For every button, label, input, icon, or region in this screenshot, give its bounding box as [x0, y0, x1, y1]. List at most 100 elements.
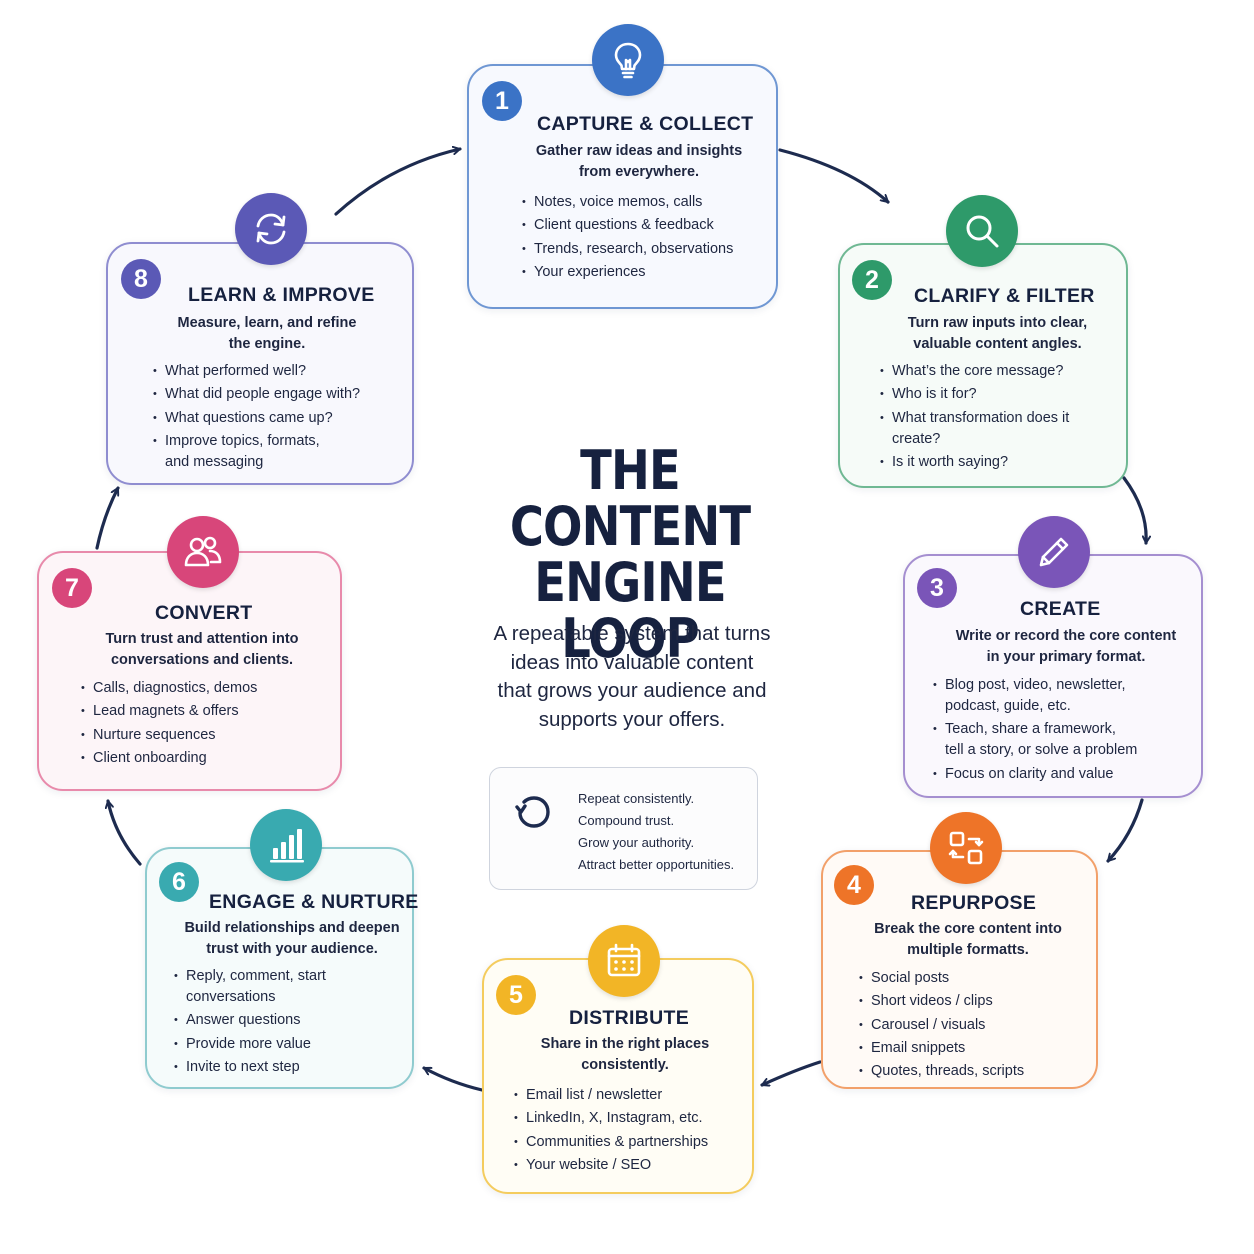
list-item: Email list / newsletter	[514, 1085, 708, 1106]
step-bullets: Calls, diagnostics, demos Lead magnets &…	[81, 678, 257, 771]
repurpose-shapes-icon	[930, 812, 1002, 884]
diagram-title: THE CONTENT ENGINE LOOP	[415, 443, 845, 667]
arrow-5-to-6	[422, 1066, 484, 1092]
step-description: Turn raw inputs into clear, valuable con…	[907, 315, 1088, 352]
arrow-7-to-8	[95, 486, 120, 550]
list-item: Compound trust.	[578, 813, 675, 828]
list-item: Nurture sequences	[81, 725, 257, 746]
step-description: Share in the right places consistently.	[540, 1036, 710, 1073]
step-description: Break the core content into multiple for…	[874, 921, 1062, 958]
list-item: Reply, comment, start conversations	[174, 966, 326, 1008]
step-description: Gather raw ideas and insights from every…	[535, 143, 743, 180]
calendar-icon	[588, 925, 660, 997]
arrow-1-to-2	[778, 148, 890, 204]
list-item: Trends, research, observations	[522, 239, 733, 260]
step-title: CONVERT	[155, 602, 253, 624]
list-item: What’s the core message?	[880, 361, 1069, 382]
list-item: Client questions & feedback	[522, 215, 733, 236]
list-item: Calls, diagnostics, demos	[81, 678, 257, 699]
step-title: REPURPOSE	[911, 892, 1037, 914]
people-icon	[167, 516, 239, 588]
list-item: Answer questions	[174, 1010, 326, 1031]
repeat-callout-lines: Repeat consistently. Compound trust. Gro…	[578, 788, 734, 876]
arrow-6-to-7	[108, 799, 142, 866]
list-item: Client onboarding	[81, 748, 257, 769]
list-item: Notes, voice memos, calls	[522, 192, 733, 213]
list-item: What questions came up?	[153, 408, 360, 429]
step-title: CREATE	[1020, 598, 1101, 620]
step-bullets: What’s the core message? Who is it for? …	[880, 361, 1069, 475]
cycle-arrows-icon	[235, 193, 307, 265]
list-item: Improve topics, formats, and messaging	[153, 431, 360, 473]
step-bullets: Social posts Short videos / clips Carous…	[859, 968, 1024, 1084]
bar-chart-icon	[250, 809, 322, 881]
list-item: LinkedIn, X, Instagram, etc.	[514, 1108, 708, 1129]
refresh-icon	[515, 796, 550, 828]
step-bullets: What performed well? What did people eng…	[153, 361, 360, 475]
step-card-engage-nurture: 6 ENGAGE & NURTURE Build relationships a…	[145, 847, 418, 1089]
step-number-badge: 7	[52, 568, 92, 608]
list-item: Attract better opportunities.	[578, 857, 735, 872]
step-title: LEARN & IMPROVE	[188, 284, 375, 306]
diagram-subtitle: A repeatable system that turns ideas int…	[493, 622, 771, 731]
step-description: Build relationships and deepen trust wit…	[184, 920, 400, 957]
arrow-2-to-3	[1122, 476, 1146, 545]
title-line: THE	[580, 439, 681, 502]
step-number-badge: 5	[496, 975, 536, 1015]
step-card-repurpose: 4 REPURPOSE Break the core content into …	[821, 850, 1098, 1089]
step-card-capture-collect: 1 CAPTURE & COLLECT Gather raw ideas and…	[467, 64, 778, 309]
list-item: Email snippets	[859, 1038, 1024, 1059]
step-card-clarify-filter: 2 CLARIFY & FILTER Turn raw inputs into …	[838, 243, 1128, 488]
list-item: Quotes, threads, scripts	[859, 1061, 1024, 1082]
step-number-badge: 1	[482, 81, 522, 121]
list-item: What transformation does it create?	[880, 408, 1069, 450]
list-item: Provide more value	[174, 1034, 326, 1055]
step-description: Turn trust and attention into conversati…	[105, 631, 299, 668]
step-card-create: 3 CREATE Write or record the core conten…	[903, 554, 1203, 798]
step-description: Write or record the core content in your…	[955, 628, 1177, 665]
arrow-8-to-1	[334, 149, 462, 216]
list-item: Is it worth saying?	[880, 452, 1069, 473]
list-item: Lead magnets & offers	[81, 701, 257, 722]
list-item: Communities & partnerships	[514, 1132, 708, 1153]
title-line: LOOP	[561, 607, 699, 670]
list-item: Social posts	[859, 968, 1024, 989]
step-number-badge: 8	[121, 259, 161, 299]
list-item: Blog post, video, newsletter, podcast, g…	[933, 675, 1137, 717]
list-item: Repeat consistently.	[578, 791, 695, 806]
step-number-badge: 6	[159, 862, 199, 902]
pencil-icon	[1018, 516, 1090, 588]
step-title: CLARIFY & FILTER	[914, 285, 1095, 307]
step-description: Measure, learn, and refine the engine.	[177, 315, 357, 352]
step-title: DISTRIBUTE	[569, 1007, 689, 1029]
list-item: Your experiences	[522, 262, 733, 283]
list-item: Invite to next step	[174, 1057, 326, 1078]
step-bullets: Blog post, video, newsletter, podcast, g…	[933, 675, 1137, 787]
repeat-callout-box: Repeat consistently. Compound trust. Gro…	[489, 767, 758, 890]
magnifier-icon	[946, 195, 1018, 267]
title-line: CONTENT ENGINE	[509, 495, 751, 614]
list-item: What performed well?	[153, 361, 360, 382]
arrow-4-to-5	[760, 1060, 822, 1087]
step-title: CAPTURE & COLLECT	[537, 113, 754, 135]
step-number-badge: 3	[917, 568, 957, 608]
step-bullets: Email list / newsletter LinkedIn, X, Ins…	[514, 1085, 708, 1178]
arrow-3-to-4	[1106, 798, 1144, 863]
list-item: What did people engage with?	[153, 384, 360, 405]
list-item: Who is it for?	[880, 384, 1069, 405]
list-item: Carousel / visuals	[859, 1015, 1024, 1036]
list-item: Short videos / clips	[859, 991, 1024, 1012]
step-number-badge: 2	[852, 260, 892, 300]
step-title: ENGAGE & NURTURE	[209, 891, 419, 913]
step-bullets: Reply, comment, start conversations Answ…	[174, 966, 326, 1080]
step-number-badge: 4	[834, 865, 874, 905]
list-item: Focus on clarity and value	[933, 764, 1137, 785]
step-card-learn-improve: 8 LEARN & IMPROVE Measure, learn, and re…	[106, 242, 414, 485]
lightbulb-icon	[592, 24, 664, 96]
step-card-convert: 7 CONVERT Turn trust and attention into …	[37, 551, 342, 791]
list-item: Grow your authority.	[578, 835, 695, 850]
list-item: Teach, share a framework, tell a story, …	[933, 719, 1137, 761]
list-item: Your website / SEO	[514, 1155, 708, 1176]
step-bullets: Notes, voice memos, calls Client questio…	[522, 192, 733, 285]
